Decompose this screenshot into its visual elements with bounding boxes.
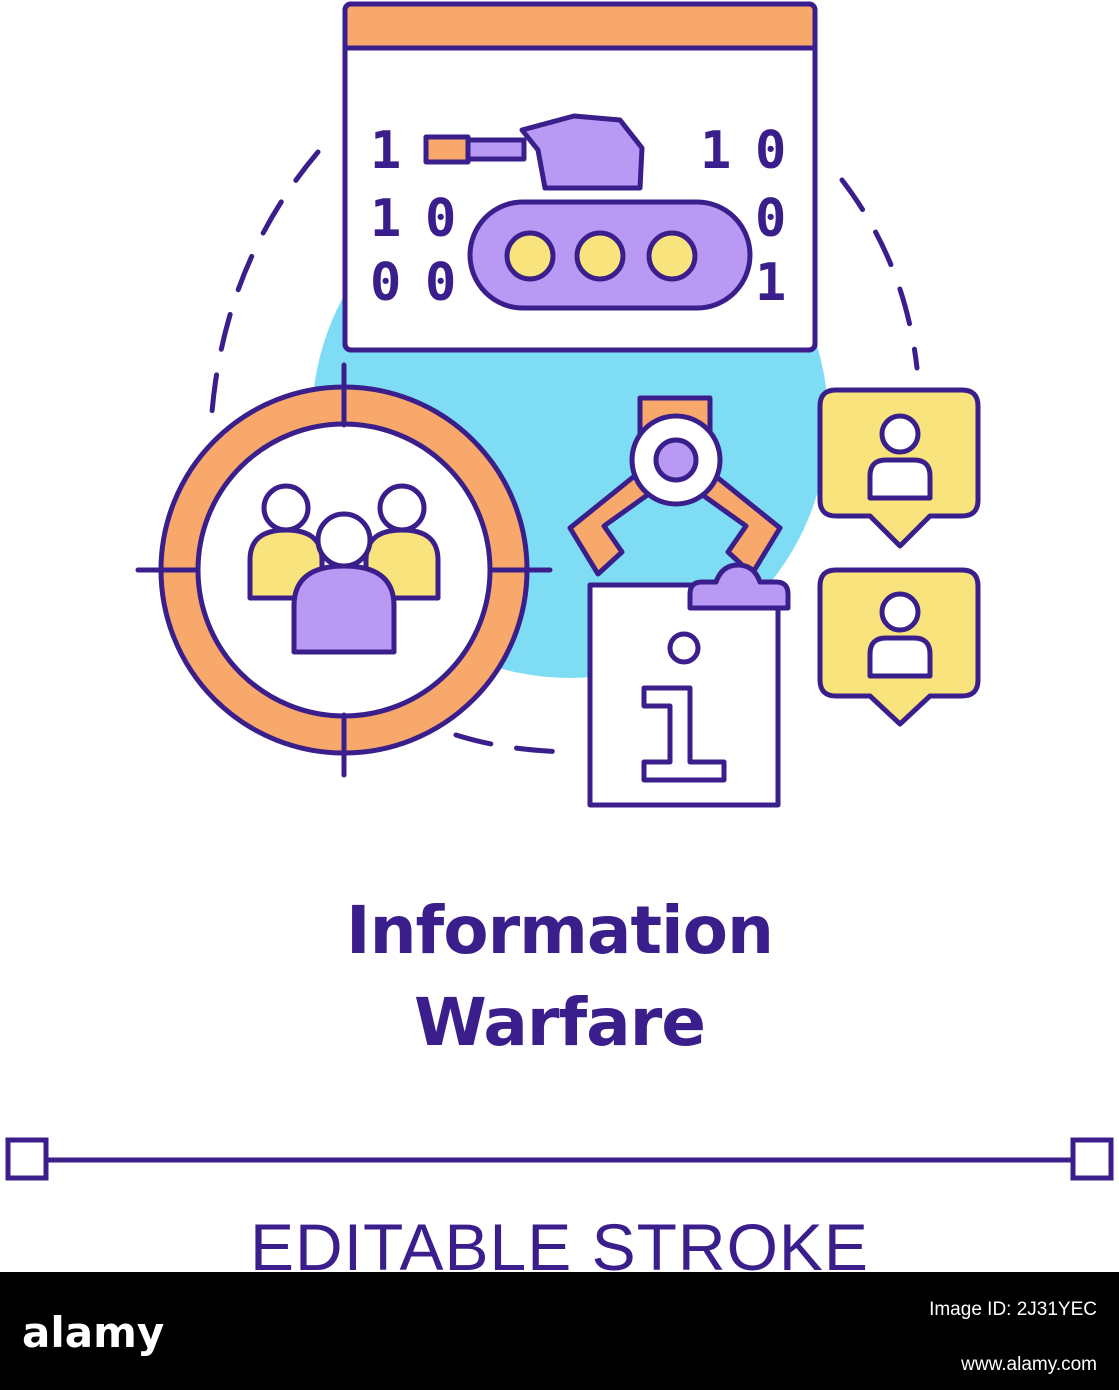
dashed-orbit <box>209 149 920 755</box>
people-group-icon <box>247 483 441 655</box>
watermark-site: www.alamy.com <box>961 1354 1097 1375</box>
binary-digit: 0 <box>755 189 786 249</box>
binary-digit: 1 <box>700 121 731 181</box>
speech-bubble-user-icon <box>817 387 981 549</box>
binary-digits: 1 1 0 0 0 1 0 0 1 <box>370 121 786 313</box>
robotic-claw-icon <box>567 395 783 577</box>
title-line-1: Information <box>346 892 774 969</box>
binary-digit: 0 <box>370 253 401 313</box>
watermark-footer <box>0 1272 1119 1390</box>
watermark-image-id: Image ID: 2J31YEC <box>929 1299 1097 1320</box>
binary-digit: 1 <box>370 189 401 249</box>
info-document-icon <box>587 562 791 808</box>
binary-digit: 0 <box>755 121 786 181</box>
watermark-logo: alamy <box>22 1308 165 1357</box>
stroke-handle-left <box>5 1137 49 1181</box>
binary-digit: 0 <box>425 189 456 249</box>
binary-digit: 1 <box>370 121 401 181</box>
title-line-2: Warfare <box>413 984 706 1061</box>
speech-bubble-user-icon <box>817 567 981 727</box>
stroke-handle-right <box>1070 1137 1114 1181</box>
editable-stroke-label: EDITABLE STROKE <box>250 1210 869 1284</box>
stroke-line <box>5 1137 1114 1181</box>
binary-digit: 0 <box>425 253 456 313</box>
binary-digit: 1 <box>755 253 786 313</box>
tank-icon <box>423 113 753 311</box>
